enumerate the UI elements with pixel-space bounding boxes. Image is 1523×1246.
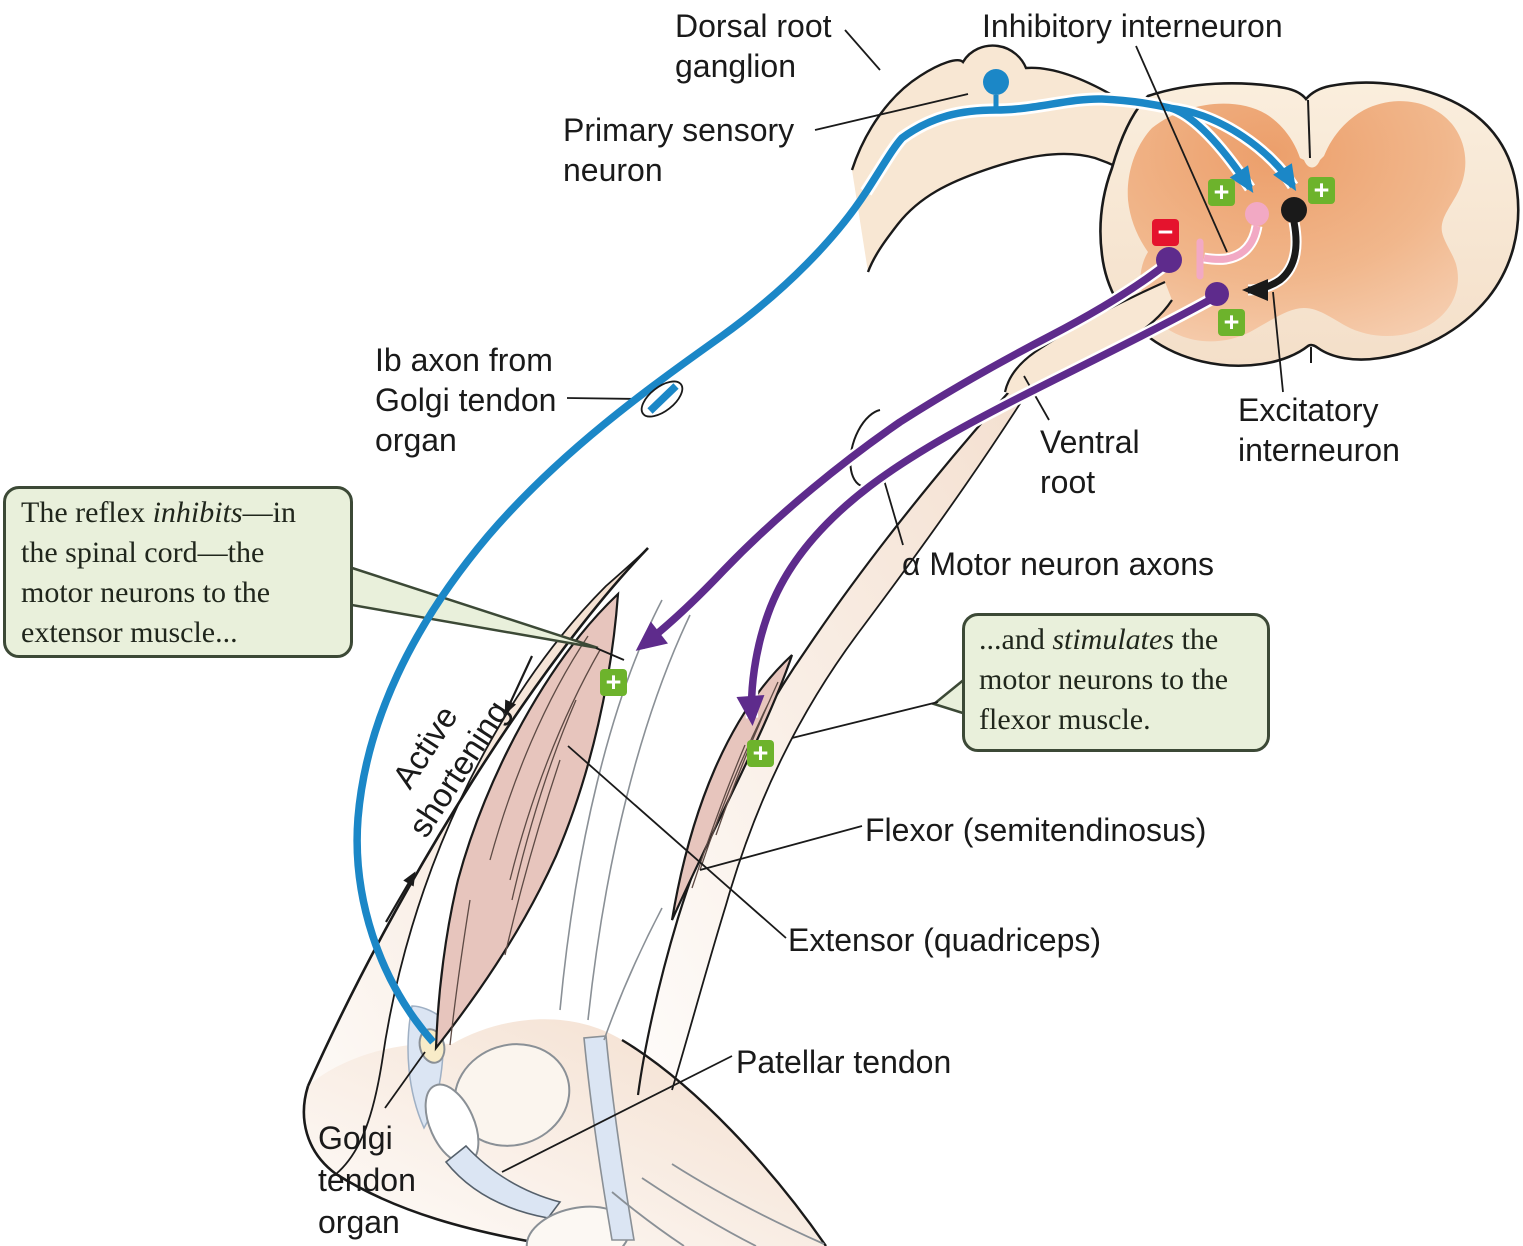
extensor-muscle (434, 591, 620, 1052)
pointer-excitatory-interneuron (1272, 291, 1284, 393)
label-golgi-line1: Golgi (318, 1120, 393, 1156)
callout-stimulates-italic: stimulates (1052, 623, 1174, 656)
calf-line-1 (611, 1191, 685, 1246)
knee-joint (407, 907, 825, 1246)
shortening-arrow-up (385, 871, 416, 923)
plus-sign-sensory-left: + (1208, 179, 1235, 206)
callout-left-tail-line (595, 647, 625, 661)
calf-line-3 (671, 1163, 825, 1245)
callout-inhibits-post: —in the spinal cord—the motor neurons to… (21, 496, 296, 649)
motor-neuron-soma-flexor (1205, 282, 1229, 306)
label-excitatory-line2: interneuron (1238, 432, 1400, 468)
inhibitory-interneuron-soma (1245, 202, 1269, 226)
label-dorsal-root-ganglion-line1: Dorsal root (675, 8, 832, 44)
pointer-dorsal-root-ganglion (844, 29, 881, 71)
callout-left-tail (344, 564, 599, 650)
label-ventral-root-line2: root (1040, 464, 1096, 500)
pointer-lines (384, 29, 1050, 1173)
flexor-tendon-line (603, 907, 663, 1041)
callout-stimulates-post: the motor neurons to the flexor muscle. (979, 623, 1229, 736)
calf-back-outline (621, 1038, 827, 1246)
motor-axon-paths (635, 247, 1229, 726)
callout-stimulates: ...and stimulates the motor neurons to t… (962, 613, 1270, 752)
label-ib-axon-line3: organ (375, 422, 457, 458)
sensory-axon-path (353, 69, 1299, 1045)
leg-illustration (302, 329, 1067, 1246)
callout-right-tail-line (791, 701, 939, 739)
thigh-front-outline (306, 547, 649, 1087)
label-primary-sensory-line1: Primary sensory (563, 112, 795, 148)
callout-inhibits-pre: The reflex (21, 496, 153, 529)
flexor-fascia-inner (671, 329, 1067, 1091)
pointer-inhibitory-interneuron (1135, 45, 1228, 253)
ventral-root-sleeve (1005, 282, 1172, 398)
label-golgi-line2: tendon (318, 1162, 416, 1198)
pointer-primary-sensory (814, 93, 969, 131)
dorsal-median-sulcus (1307, 99, 1311, 159)
flexor-compartment (638, 330, 1066, 1095)
plus-sign-excitatory-synapse: + (1218, 309, 1245, 336)
sensory-branch-right (1169, 104, 1297, 192)
label-golgi-line3: organ (318, 1204, 400, 1240)
label-patellar-tendon: Patellar tendon (736, 1044, 952, 1080)
dorsal-root-sleeve (852, 45, 1235, 272)
inhibitory-interneuron-path (1196, 202, 1269, 280)
callout-inhibits: The reflex inhibits—in the spinal cord—t… (3, 486, 353, 658)
extensor-fascia-line (335, 547, 649, 1175)
minus-sign-inhibitory-synapse: − (1152, 219, 1179, 246)
ib-sensory-axon (353, 95, 1171, 1045)
label-dorsal-root-ganglion-line2: ganglion (675, 48, 796, 84)
pointer-flexor (699, 825, 863, 871)
extensor-fibers (449, 635, 601, 1046)
calf-line-2 (641, 1177, 757, 1246)
ib-axon-through-ellipse (647, 383, 679, 414)
motor-neuron-soma-extensor (1156, 247, 1182, 273)
pointer-patellar (501, 1055, 733, 1173)
pointer-extensor (567, 745, 787, 939)
plus-sign-flexor-junction: + (747, 740, 774, 767)
pointer-golgi (384, 1051, 426, 1109)
label-alpha-motor-axons: α Motor neuron axons (902, 546, 1214, 582)
ganglion-soma (983, 69, 1009, 95)
label-ib-axon-line2: Golgi tendon (375, 382, 557, 418)
knee-front-outline (302, 1085, 557, 1246)
label-excitatory-line1: Excitatory (1238, 392, 1379, 428)
label-ventral-root-line1: Ventral (1040, 424, 1140, 460)
motor-axon-extensor (635, 259, 1172, 651)
pointer-alpha-motor (883, 479, 904, 546)
pointer-ib-axon (566, 397, 641, 400)
label-inhibitory-interneuron: Inhibitory interneuron (982, 8, 1283, 44)
shortening-arrow-down (504, 655, 533, 715)
callout-stimulates-pre: ...and (979, 623, 1053, 656)
plus-sign-sensory-right: + (1308, 177, 1335, 204)
callout-inhibits-italic: inhibits (152, 496, 243, 529)
label-ib-axon-line1: Ib axon from (375, 342, 553, 378)
patellar-tendon-shape (444, 1144, 562, 1219)
pointer-ventral-root (1023, 375, 1050, 421)
semitendinosus-tendon (583, 1035, 635, 1241)
label-primary-sensory-line2: neuron (563, 152, 663, 188)
motor-axon-flexor (736, 292, 1219, 726)
label-flexor: Flexor (semitendinosus) (865, 812, 1207, 848)
plus-sign-extensor-junction: + (600, 669, 627, 696)
excitatory-interneuron-path (1242, 197, 1307, 301)
label-extensor: Extensor (quadriceps) (788, 922, 1102, 958)
excitatory-interneuron-soma (1281, 197, 1307, 223)
